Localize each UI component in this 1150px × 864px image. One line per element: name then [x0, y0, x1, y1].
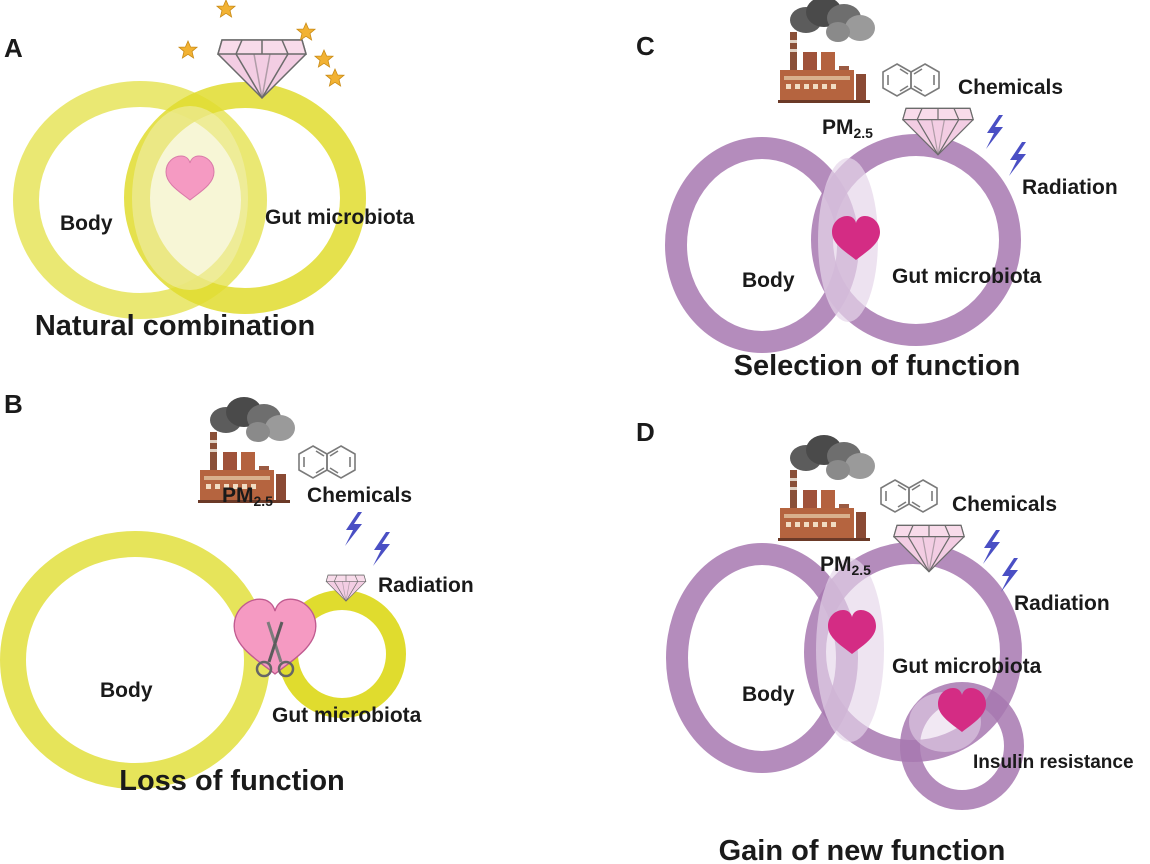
lightning-icon — [983, 530, 1000, 564]
lightning-icon — [1009, 142, 1026, 176]
lightning-icon — [1001, 558, 1018, 592]
ring-body-b — [0, 531, 270, 789]
chemicals-label-b: Chemicals — [307, 484, 412, 507]
pm-label-c: PM2.5 — [822, 116, 873, 141]
microbiota-label-a: Gut microbiota — [265, 206, 415, 229]
star-icon — [216, 0, 236, 18]
body-label-d: Body — [742, 683, 795, 706]
caption-a: Natural combination — [35, 310, 315, 342]
radiation-label-c: Radiation — [1022, 176, 1118, 199]
panel-d-letter: D — [636, 417, 655, 447]
microbiota-label-d: Gut microbiota — [892, 655, 1042, 678]
panel-a: A Body Gut microbiota Natural combinatio… — [4, 0, 415, 342]
panel-b-letter: B — [4, 389, 23, 419]
microbiota-label-c: Gut microbiota — [892, 265, 1042, 288]
star-icon — [325, 68, 345, 87]
radiation-label-b: Radiation — [378, 574, 474, 597]
caption-c: Selection of function — [734, 350, 1021, 382]
ring-body-a — [13, 81, 267, 319]
panel-c-letter: C — [636, 31, 655, 61]
ring-insulin-d — [900, 682, 1024, 810]
scissors-icon — [255, 621, 295, 678]
chemicals-label-c: Chemicals — [958, 76, 1063, 99]
insulin-label-d: Insulin resistance — [973, 752, 1134, 773]
panel-c: C Chemicals PM2.5 Radiation Body Gut mic… — [636, 0, 1118, 382]
lightning-icon — [345, 512, 362, 546]
body-label-a: Body — [60, 212, 113, 235]
star-icon — [314, 49, 334, 68]
star-icon — [178, 40, 198, 59]
pm-label-d: PM2.5 — [820, 553, 871, 578]
body-label-c: Body — [742, 269, 795, 292]
panel-d: D Chemicals PM2.5 Radiation Body Gut mic… — [636, 417, 1134, 864]
lightning-icon — [986, 115, 1003, 149]
panel-b: B PM2.5 Chemicals Radiation Body Gut mic… — [0, 389, 474, 797]
naphthalene-icon — [882, 63, 940, 97]
caption-b: Loss of function — [119, 765, 345, 797]
naphthalene-icon — [298, 445, 356, 479]
caption-d: Gain of new function — [719, 835, 1006, 864]
naphthalene-icon — [880, 479, 938, 513]
pm-label-b: PM2.5 — [222, 484, 273, 509]
microbiota-label-b: Gut microbiota — [272, 704, 422, 727]
star-icon — [296, 22, 316, 41]
factory-icon — [778, 0, 875, 103]
lightning-icon — [373, 532, 390, 566]
radiation-label-d: Radiation — [1014, 592, 1110, 615]
panel-a-letter: A — [4, 33, 23, 63]
factory-icon — [778, 435, 875, 541]
body-label-b: Body — [100, 679, 153, 702]
chemicals-label-d: Chemicals — [952, 493, 1057, 516]
